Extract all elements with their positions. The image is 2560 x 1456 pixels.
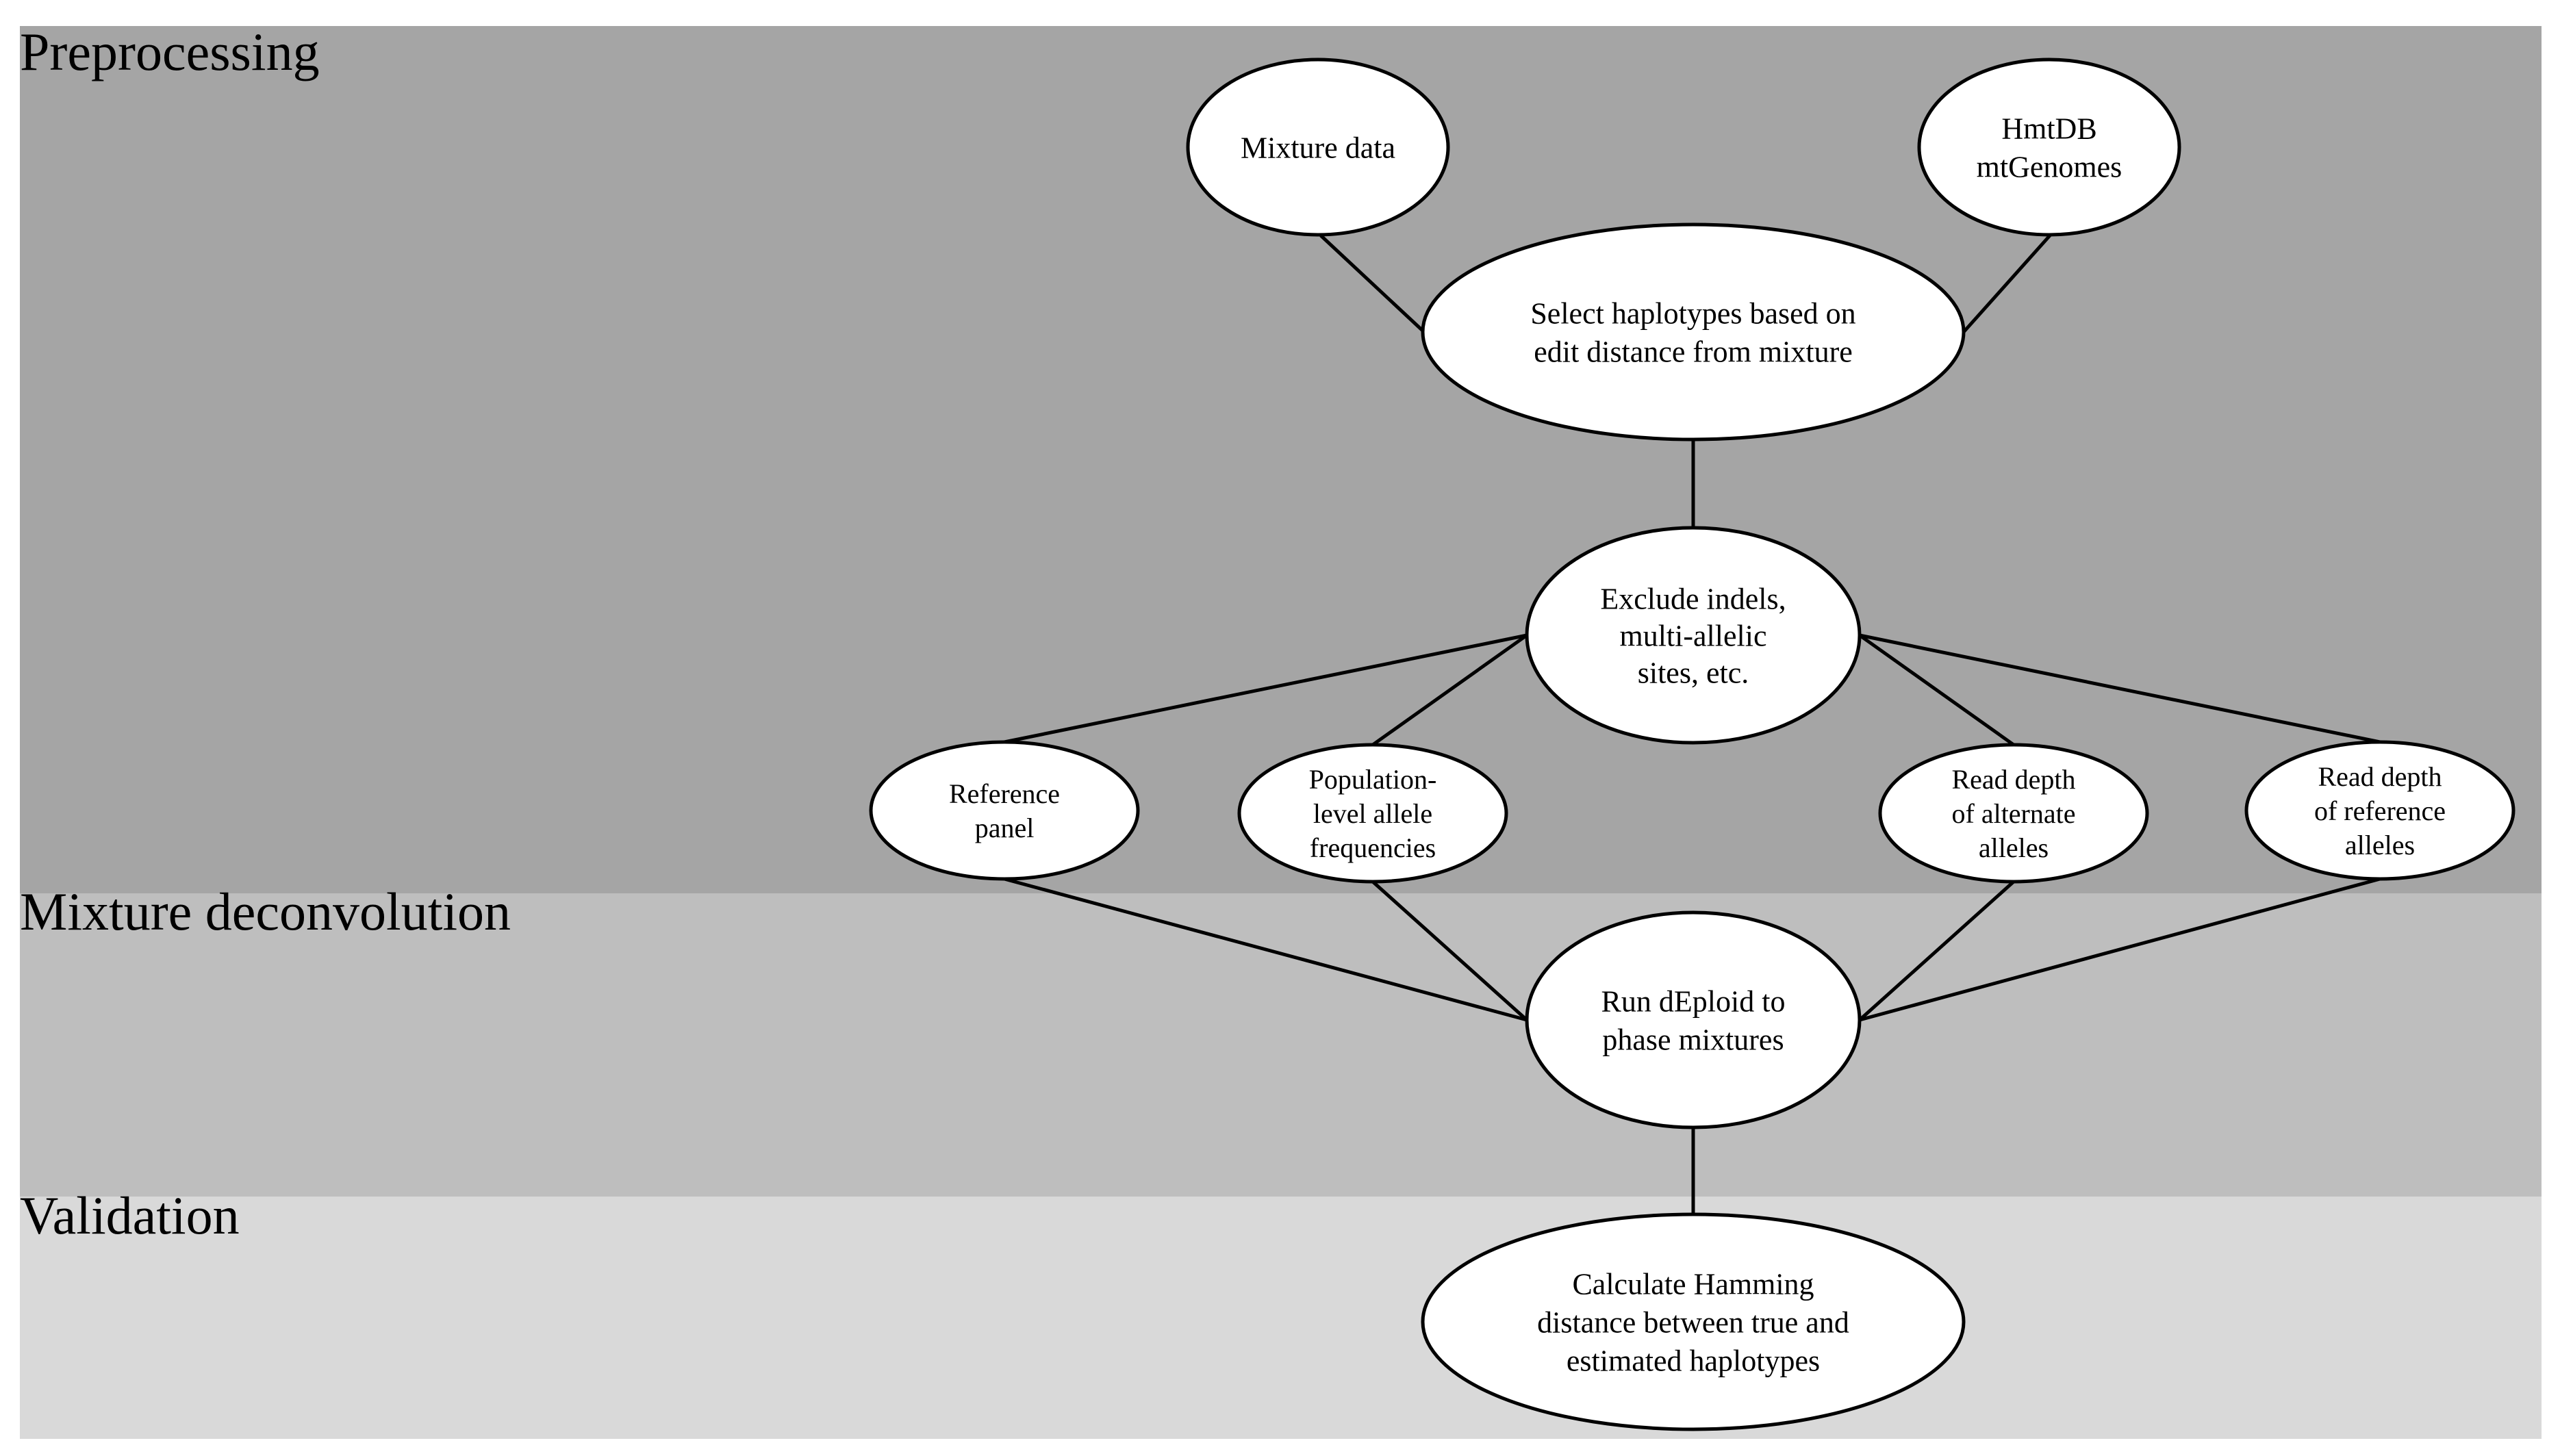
node-reference-panel-label-line-1: Reference <box>949 778 1060 809</box>
node-exclude-indels-label-line-3: sites, etc. <box>1638 656 1749 689</box>
node-read-depth-alt-label-line-2: of alternate <box>1952 798 2076 829</box>
node-select-haplotypes-label-line-1: Select haplotypes based on <box>1530 296 1855 330</box>
node-population-freq-label-line-3: frequencies <box>1310 832 1436 863</box>
edge-population-freq-to-run-deploid <box>1371 880 1528 1021</box>
node-population-freq-label-line-1: Population- <box>1309 764 1437 795</box>
edge-exclude-indels-to-read-depth-alt <box>1858 633 2015 747</box>
deconvolution-stage-label: Mixture deconvolution <box>20 882 511 941</box>
node-read-depth-ref-label-line-1: Read depth <box>2318 761 2442 792</box>
node-read-depth-ref-label-line-2: of reference <box>2314 795 2446 826</box>
edge-mixture-data-to-select-haplotypes <box>1319 234 1425 333</box>
node-hamming-label-line-3: estimated haplotypes <box>1567 1344 1820 1377</box>
validation-stage-label: Validation <box>20 1186 240 1245</box>
node-mixture-data-ellipse <box>1186 58 1450 237</box>
node-hamming-ellipse <box>1421 1212 1966 1431</box>
node-run-deploid-label-line-2: phase mixtures <box>1602 1023 1784 1056</box>
node-select-haplotypes-ellipse <box>1421 222 1966 442</box>
node-reference-panel: Reference panel <box>869 740 1140 881</box>
edge-read-depth-ref-to-run-deploid <box>1859 877 2381 1022</box>
node-mixture-data-label-line-1: Mixture data <box>1241 131 1395 164</box>
node-hamming-label-line-1: Calculate Hamming <box>1572 1267 1814 1301</box>
edge-hmtdb-to-select-haplotypes <box>1962 234 2051 333</box>
deconvolution-band <box>20 893 2542 1197</box>
node-population-freq-label-line-2: level allele <box>1313 798 1432 829</box>
edge-reference-panel-to-run-deploid <box>1004 877 1528 1022</box>
node-read-depth-alt-label-line-3: alleles <box>1979 832 2049 863</box>
node-select-haplotypes-label-line-2: edit distance from mixture <box>1534 335 1853 368</box>
node-exclude-indels-ellipse <box>1525 526 1862 745</box>
node-run-deploid-label-line-1: Run dEploid to <box>1601 984 1786 1018</box>
node-hamming: Calculate Hamming distance between true a… <box>1421 1212 1966 1431</box>
node-read-depth-ref-label-line-3: alleles <box>2345 830 2415 860</box>
node-hmtdb-label-line-2: mtGenomes <box>1977 150 2122 183</box>
node-population-freq-ellipse <box>1237 743 1508 884</box>
edge-exclude-indels-to-read-depth-ref <box>1859 633 2381 744</box>
preprocessing-stage-label: Preprocessing <box>20 22 320 81</box>
node-mixture-data: Mixture data <box>1186 58 1450 237</box>
node-hmtdb-label-line-1: HmtDB <box>2001 112 2096 145</box>
edge-exclude-indels-to-population-freq <box>1371 633 1528 747</box>
node-exclude-indels-label-line-1: Exclude indels, <box>1600 582 1786 615</box>
node-read-depth-ref-ellipse <box>2244 740 2515 881</box>
node-hmtdb-ellipse <box>1917 58 2181 237</box>
node-reference-panel-ellipse <box>869 740 1140 881</box>
node-reference-panel-label-line-2: panel <box>975 813 1035 843</box>
validation-band <box>20 1197 2542 1439</box>
node-hamming-label-line-2: distance between true and <box>1537 1305 1849 1339</box>
node-exclude-indels-label-line-2: multi-allelic <box>1619 619 1766 652</box>
node-select-haplotypes: Select haplotypes based on edit distance … <box>1421 222 1966 442</box>
connector-lines <box>1004 234 2381 1214</box>
node-hmtdb: HmtDB mtGenomes <box>1917 58 2181 237</box>
edge-exclude-indels-to-reference-panel <box>1004 633 1528 744</box>
node-read-depth-alt-ellipse <box>1878 743 2149 884</box>
node-exclude-indels: Exclude indels, multi-allelic sites, etc. <box>1525 526 1862 745</box>
edge-read-depth-alt-to-run-deploid <box>1858 880 2015 1021</box>
node-read-depth-alt-label-line-1: Read depth <box>1951 764 2075 795</box>
node-run-deploid: Run dEploid to phase mixtures <box>1525 910 1862 1129</box>
node-run-deploid-ellipse <box>1525 910 1862 1129</box>
